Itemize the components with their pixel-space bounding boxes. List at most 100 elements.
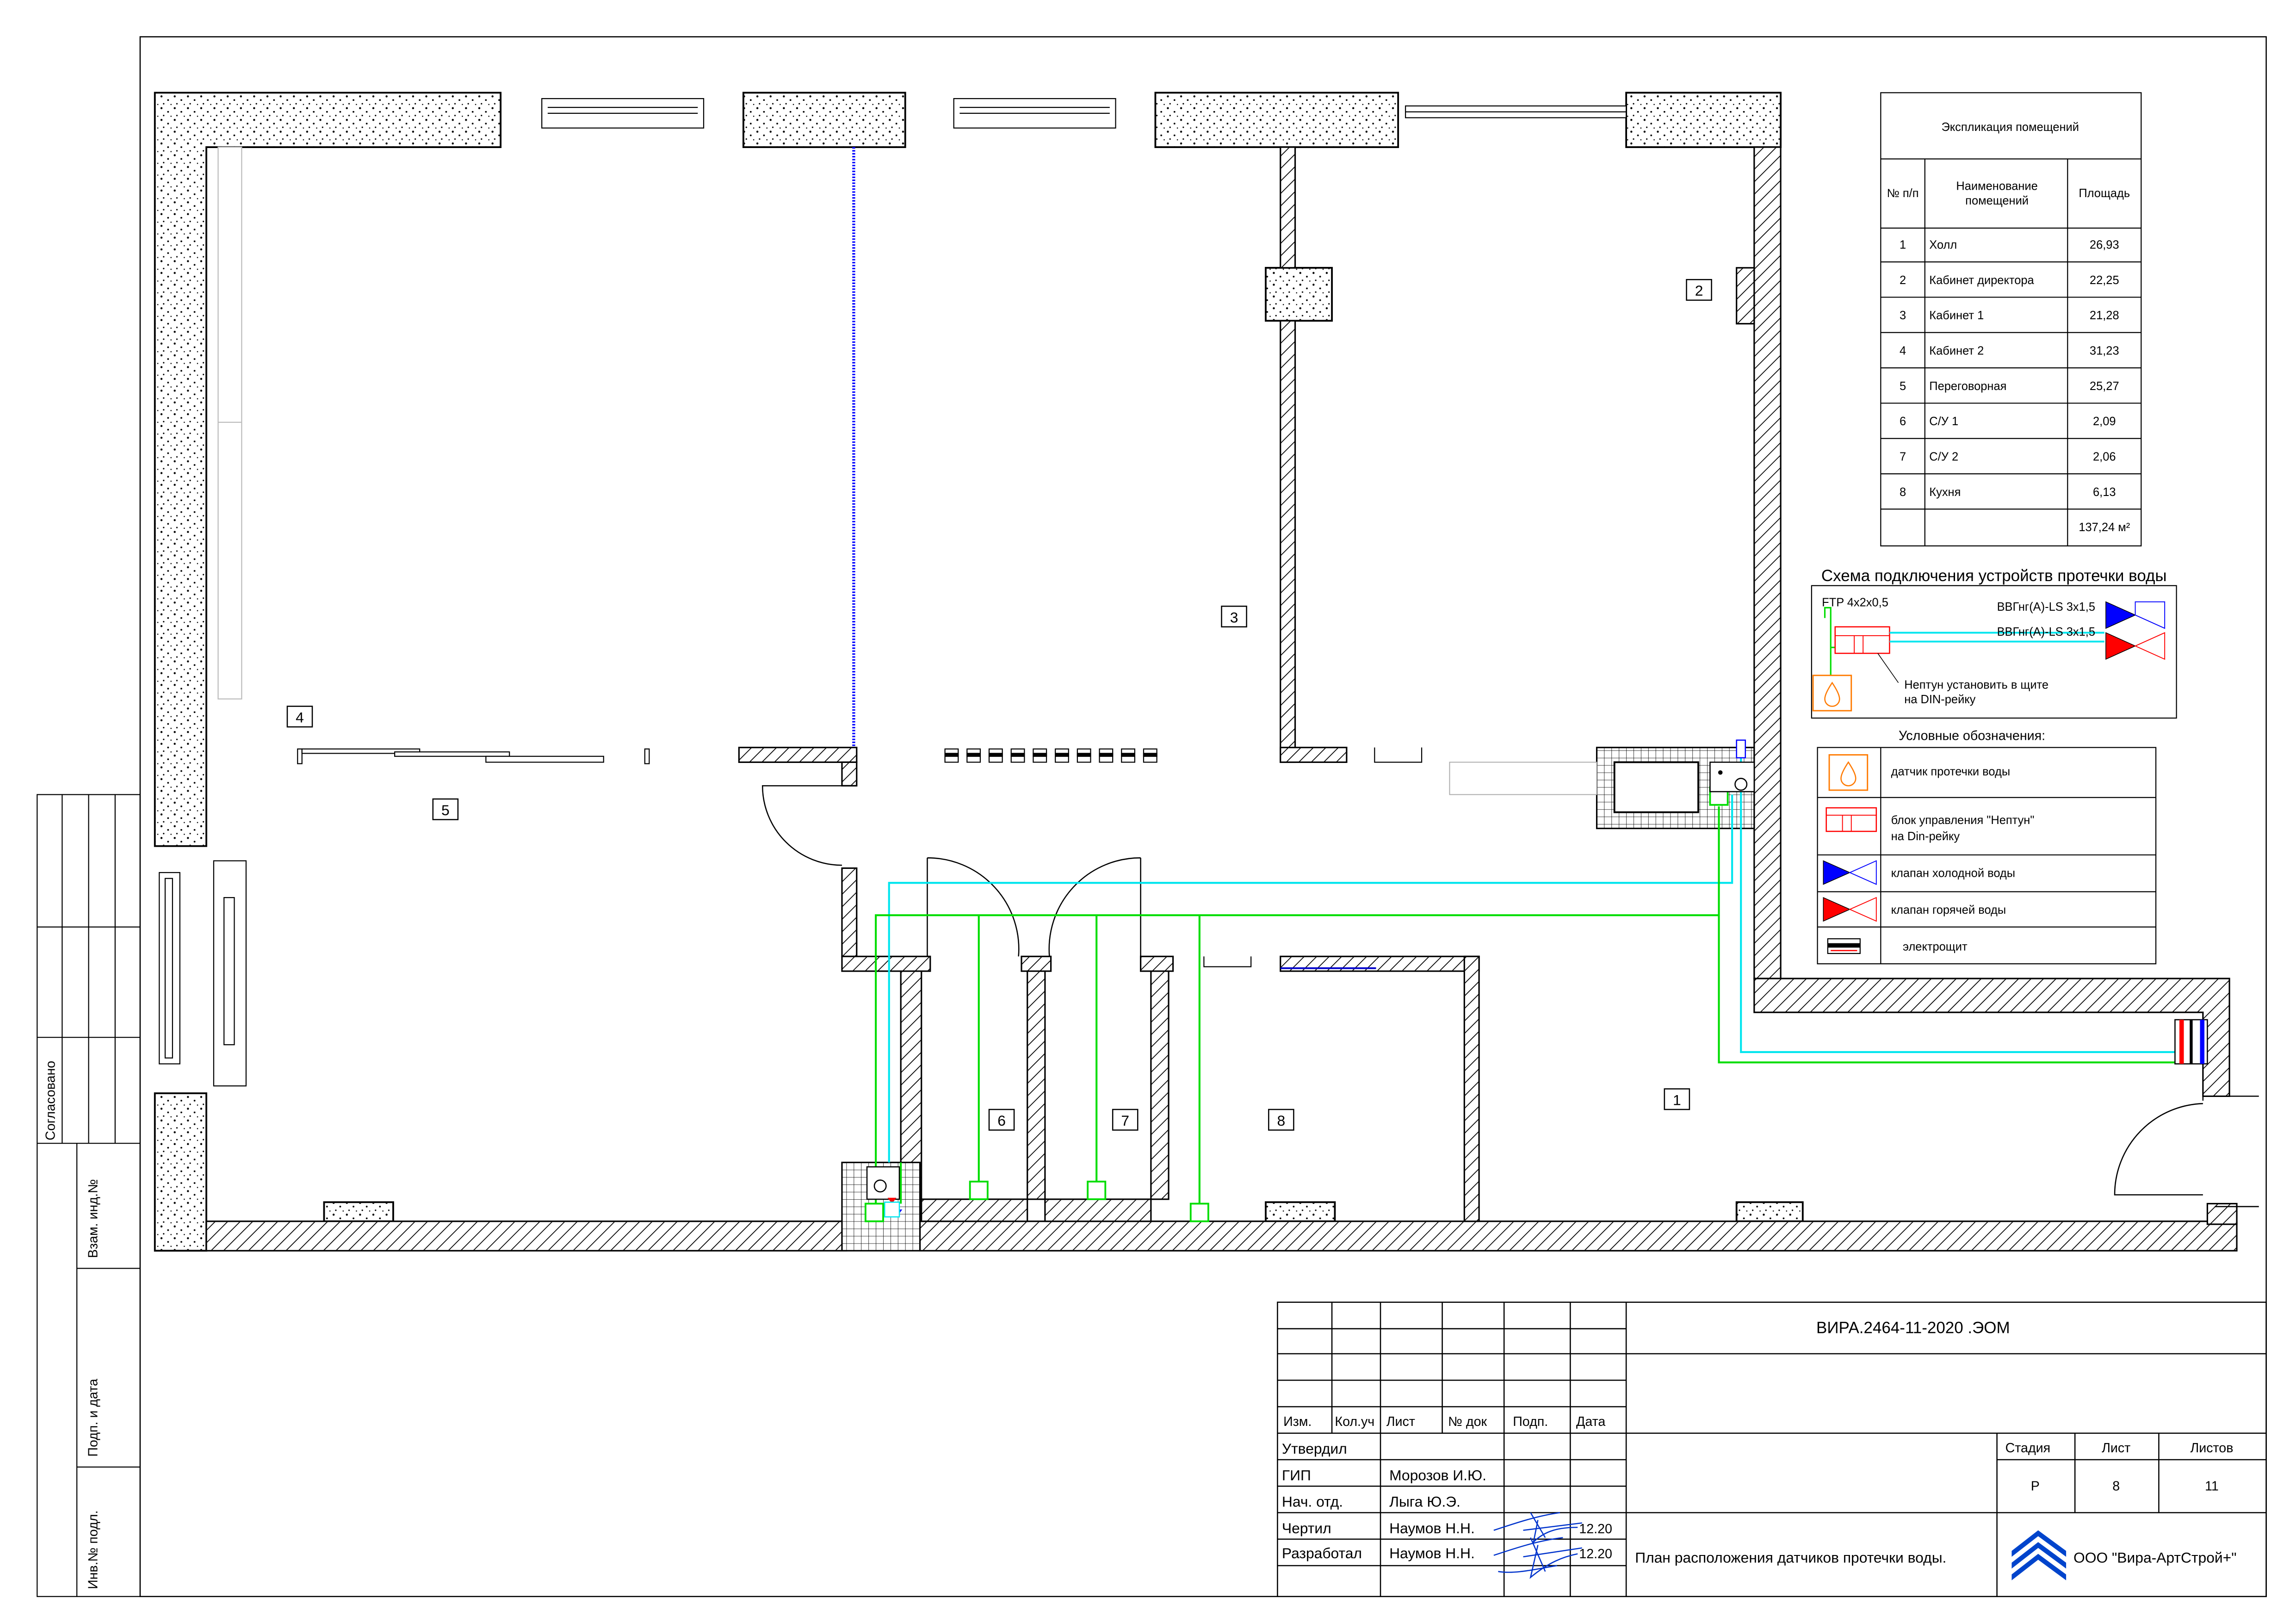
room-tag-7: 7 [1121, 1112, 1129, 1129]
electrical-panels [944, 748, 1157, 763]
legend-item-5: электрощит [1903, 941, 1968, 954]
windows [541, 98, 1627, 129]
scheme-note-2: на DIN-рейку [1904, 693, 1975, 706]
rooms-row-1-num: 1 [1900, 238, 1906, 251]
rooms-row-5-num: 5 [1900, 380, 1906, 393]
tb-col-doc: № док [1448, 1414, 1487, 1429]
company-logo [2009, 1520, 2068, 1586]
sheet-label: Лист [2102, 1441, 2130, 1456]
rooms-row-1-name: Холл [1929, 238, 1957, 251]
sheet-title: План расположения датчиков протечки воды… [1635, 1549, 1946, 1566]
rooms-row-1-area: 26,93 [2090, 238, 2119, 251]
tb-role-2: ГИП [1282, 1467, 1311, 1483]
rooms-col-area: Площадь [2079, 187, 2130, 200]
rooms-row-7-area: 2,06 [2093, 450, 2116, 463]
agreed-label: Согласовано [43, 1061, 58, 1140]
rooms-col-num: № п/п [1887, 187, 1919, 200]
hot-valve-icon [1823, 897, 1877, 922]
rooms-row-8-name: Кухня [1929, 486, 1961, 499]
stage-value: Р [2031, 1479, 2040, 1494]
scheme-cable-cold: ВВГнг(А)-LS 3х1,5 [1997, 601, 2095, 613]
rooms-row-3-num: 3 [1900, 309, 1906, 322]
tb-name-4: Наумов Н.Н. [1389, 1520, 1475, 1536]
room-tag-5: 5 [441, 802, 450, 818]
scheme-cable-ftp: FTP 4x2x0,5 [1822, 596, 1888, 609]
sheet-value: 8 [2112, 1479, 2120, 1494]
rooms-col-name-1: Наименование [1956, 180, 2037, 192]
rooms-total: 137,24 м² [2079, 521, 2130, 534]
room-tag-6: 6 [997, 1112, 1006, 1129]
tb-date-4: 12.20 [1579, 1522, 1612, 1536]
leak-sensor-icon [1828, 754, 1869, 791]
rooms-row-3-area: 21,28 [2090, 309, 2119, 322]
tb-date-5: 12.20 [1579, 1547, 1612, 1561]
concrete-walls [154, 92, 1804, 1252]
tb-col-date: Дата [1576, 1414, 1605, 1429]
riser-wc [866, 1166, 903, 1218]
inv-replace-label: Взам. инд.№ [86, 1179, 101, 1258]
rooms-row-6-area: 2,09 [2093, 415, 2116, 428]
sign-date-label: Подп. и дата [86, 1379, 101, 1457]
tb-name-2: Морозов И.Ю. [1389, 1467, 1486, 1483]
tb-role-3: Нач. отд. [1282, 1493, 1343, 1510]
rooms-row-4-name: Кабинет 2 [1929, 344, 1984, 357]
kitchen-counter [1449, 762, 1597, 795]
hatched-walls [205, 146, 2238, 1251]
room-tag-8: 8 [1277, 1112, 1285, 1129]
tb-role-4: Чертил [1282, 1520, 1331, 1536]
rooms-row-2-area: 22,25 [2090, 274, 2119, 287]
tb-col-sign: Подп. [1513, 1414, 1548, 1429]
tb-col-list: Лист [1386, 1414, 1415, 1429]
legend-item-1: датчик протечки воды [1891, 765, 2011, 778]
legend-table [1817, 747, 2157, 965]
legend-item-4: клапан горячей воды [1891, 904, 2006, 917]
rooms-row-5-area: 25,27 [2090, 380, 2119, 393]
scheme-title: Схема подключения устройств протечки вод… [1821, 567, 2167, 585]
company-name: ООО "Вира-АртСтрой+" [2073, 1549, 2237, 1566]
doors [761, 785, 2259, 1208]
scheme-control-unit [1834, 626, 1890, 654]
tb-role-5: Разработал [1282, 1545, 1362, 1561]
tb-name-5: Наумов Н.Н. [1389, 1545, 1475, 1561]
legend-item-2: блок управления "Нептун" [1891, 814, 2035, 827]
rooms-row-6-name: С/У 1 [1929, 415, 1958, 428]
room-tag-1: 1 [1673, 1091, 1681, 1108]
tb-col-izm: Изм. [1283, 1414, 1312, 1429]
side-stamp [37, 794, 141, 1597]
sink [1613, 761, 1699, 813]
rooms-row-4-area: 31,23 [2090, 344, 2119, 357]
rooms-col-name-2: помещений [1965, 194, 2029, 207]
rooms-row-3-name: Кабинет 1 [1929, 309, 1984, 322]
scheme-note-1: Нептун установить в щите [1904, 678, 2048, 691]
scheme-cable-hot: ВВГнг(А)-LS 3х1,5 [1997, 626, 2095, 638]
stage-label: Стадия [2005, 1441, 2051, 1456]
tb-role-1: Утвердил [1282, 1440, 1347, 1457]
rooms-row-4-num: 4 [1900, 344, 1906, 357]
rooms-table [1880, 92, 2142, 547]
control-unit-icon [1826, 807, 1877, 832]
tb-name-3: Лыга Ю.Э. [1389, 1493, 1461, 1510]
rooms-row-2-num: 2 [1900, 274, 1906, 287]
cable-routes-green [875, 806, 2175, 1204]
rooms-table-title: Экспликация помещений [1941, 121, 2079, 134]
room-tag-2: 2 [1695, 282, 1703, 299]
rooms-row-7-name: С/У 2 [1929, 450, 1958, 463]
room-tag-3: 3 [1230, 609, 1238, 626]
sheets-label: Листов [2190, 1441, 2233, 1456]
scheme-box [1811, 585, 2177, 719]
legend-item-3: клапан холодной воды [1891, 867, 2015, 880]
rooms-row-6-num: 6 [1900, 415, 1906, 428]
rooms-row-5-name: Переговорная [1929, 380, 2006, 393]
room-tags [286, 279, 1712, 1131]
entrance-valves [2174, 1019, 2208, 1065]
scheme-hot-valve [2105, 632, 2136, 660]
riser-kitchen [1709, 739, 1755, 793]
rooms-row-8-area: 6,13 [2093, 486, 2116, 499]
legend-item-2-line2: на Din-рейку [1891, 830, 1960, 843]
legend-title: Условные обозначения: [1899, 729, 2045, 743]
rooms-row-7-num: 7 [1900, 450, 1906, 463]
sheets-value: 11 [2205, 1479, 2219, 1494]
tb-col-kol: Кол.уч [1335, 1414, 1374, 1429]
rooms-row-2-name: Кабинет директора [1929, 274, 2034, 287]
cold-valve-icon [1823, 860, 1877, 885]
